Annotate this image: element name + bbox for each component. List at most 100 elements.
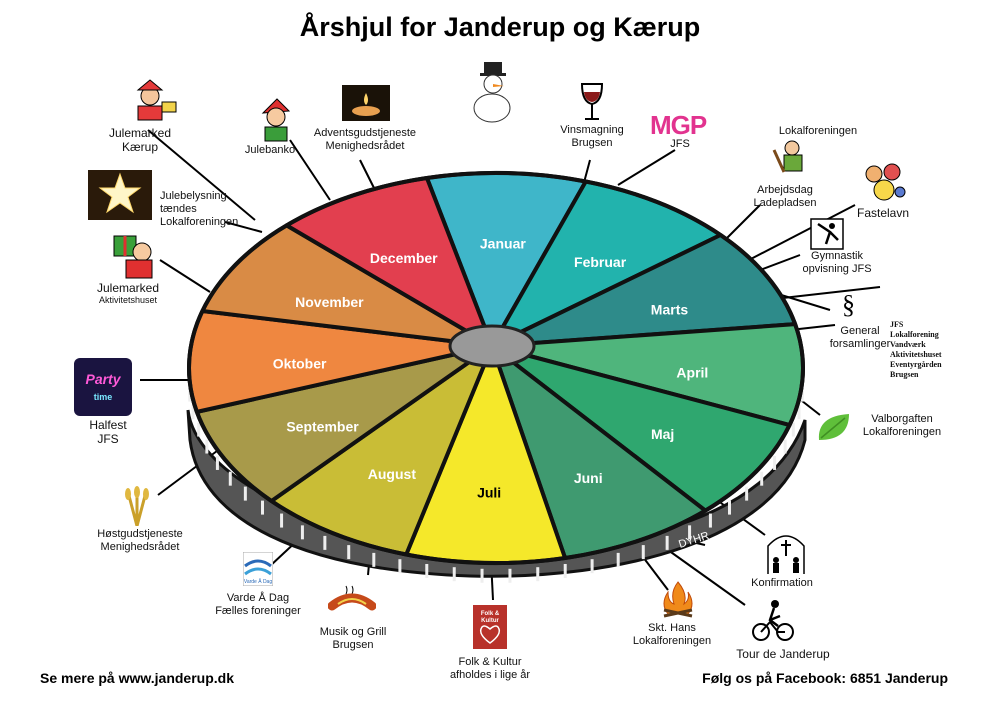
label-gymnastik-line-2: opvisning JFS [802,263,872,275]
jester-icon [136,79,177,121]
label-konfirmation-line-1: Konfirmation [751,577,813,589]
star-lights-icon [88,170,152,220]
label-general-line-2: forsamlinger [829,338,891,350]
label-adventsgudstjeneste: Adventsgudstjeneste Menighedsrådet [310,127,420,153]
connector-hostgudstjeneste [157,444,226,496]
label-skt-hans-line-1: Skt. Hans [648,622,696,634]
connector-fastelavn [744,204,856,263]
label-general-org-2: Lokalforening [890,330,939,339]
footer-website: Se mere på www.janderup.dk [40,670,234,686]
label-advent-line-1: Adventsgudstjeneste [313,127,417,139]
label-tour-line-1: Tour de Janderup [736,647,830,661]
label-fastelavn: Fastelavn [848,207,918,220]
label-general-line-1: General [840,325,880,337]
label-julemarked-kaerup-line-2: Kærup [121,140,159,154]
label-musik-line-2: Brugsen [332,639,374,651]
party-neon-word: Party [85,371,121,387]
label-lokalforeningen-top-line-1: Lokalforeningen [778,125,858,137]
snowman-icon [473,62,511,123]
label-julebanko: Julebanko [240,144,300,157]
label-varde-line-1: Varde Å Dag [226,592,290,604]
wine-glass-icon [580,83,604,120]
wheel-outline [187,171,805,565]
party-neon-time: time [94,392,113,402]
month-label-november: November [295,294,364,310]
label-julebelysning-line-3: Lokalforeningen [160,216,239,228]
label-hostgudstjeneste-line-1: Høstgudstjeneste [97,528,183,540]
month-label-oktober: Oktober [273,356,327,372]
leaf-icon [818,414,849,440]
label-mgp: JFS [665,138,695,151]
label-skt-hans-line-2: Lokalforeningen [632,635,712,647]
folk-logo-line-2: Kultur [481,618,499,624]
label-gymnastik-line-1: Gymnastik [811,250,863,262]
bicycle-icon [752,600,794,641]
label-halfest-line-2: JFS [97,432,119,446]
elf-icon [261,98,291,142]
label-vinsmagning-line-2: Brugsen [571,137,613,149]
label-vinsmagning: Vinsmagning Brugsen [552,124,632,150]
wheat-icon [125,486,149,526]
label-varde-line-2: Fælles foreninger [215,605,301,617]
worker-icon [772,140,803,173]
connector-julebelysning [224,221,263,233]
connector-julemarked-aktivitet [159,259,211,293]
connector-julemarked-kaerup [147,129,256,221]
connector-julebanko [289,139,331,201]
label-julemarked-aktivitet-line-2: Aktivitetshuset [98,295,158,305]
connector-mgp [617,149,676,186]
label-fastelavn-line-1: Fastelavn [856,206,910,220]
label-general-orgs: JFS Lokalforening Vandværk Aktivitetshus… [890,320,960,380]
month-label-marts: Marts [651,301,689,317]
party-neon-icon: Party time [74,358,132,416]
sausage-icon [328,585,376,611]
label-arbejdsdag: Arbejdsdag Ladepladsen [745,184,825,210]
label-general-org-6: Brugsen [890,370,919,379]
label-musik-line-1: Musik og Grill [319,626,387,638]
church-icon [767,535,805,574]
bonfire-icon [663,581,693,618]
folk-logo-line-1: Folk & [481,611,500,617]
month-label-juni: Juni [574,470,603,486]
label-general: General forsamlinger [826,325,894,351]
mgp-logo: MGP [650,110,707,140]
label-valborg-line-2: Lokalforeningen [862,426,942,438]
wheel-hub [448,324,536,368]
label-valborg: Valborgaften Lokalforeningen [852,413,952,439]
label-julemarked-aktivitet: Julemarked Aktivitetshuset [78,282,178,306]
month-label-februar: Februar [574,254,627,270]
label-general-org-4: Aktivitetshuset [890,350,942,359]
month-label-august: August [368,466,417,482]
label-arbejdsdag-line-1: Arbejdsdag [757,184,813,196]
footer-facebook: Følg os på Facebook: 6851 Janderup [702,670,948,686]
month-label-september: September [286,419,359,435]
month-label-april: April [676,364,708,380]
label-julemarked-kaerup: Julemarked Kærup [100,126,180,154]
label-mgp-line-1: JFS [670,138,690,150]
label-julebelysning: Julebelysning tændes Lokalforeningen [160,190,250,229]
label-vinsmagning-line-1: Vinsmagning [560,124,624,136]
label-folk-line-1: Folk & Kultur [458,656,522,668]
carnival-icon [865,163,906,201]
label-skt-hans: Skt. Hans Lokalforeningen [622,622,722,648]
label-gymnastik: Gymnastik opvisning JFS [792,250,882,276]
label-general-org-1: JFS [890,320,904,329]
gift-elf-icon [113,235,153,279]
label-hostgudstjeneste: Høstgudstjeneste Menighedsrådet [85,528,195,554]
label-konfirmation: Konfirmation [742,577,822,590]
month-label-december: December [370,250,438,266]
label-julebelysning-line-1: Julebelysning [160,190,227,202]
label-general-org-3: Vandværk [890,340,926,349]
label-julebanko-line-1: Julebanko [244,144,296,156]
label-julemarked-aktivitet-line-1: Julemarked [96,281,160,295]
paragraph-icon: § [842,290,855,319]
label-advent-line-2: Menighedsrådet [325,140,405,152]
month-label-maj: Maj [651,426,674,442]
label-julemarked-kaerup-line-1: Julemarked [108,126,172,140]
label-valborg-line-1: Valborgaften [871,413,933,425]
varde-logo-icon: Varde Å Dag [243,552,273,586]
label-hostgudstjeneste-line-2: Menighedsrådet [100,541,180,553]
label-folk: Folk & Kultur afholdes i lige år [430,656,550,682]
